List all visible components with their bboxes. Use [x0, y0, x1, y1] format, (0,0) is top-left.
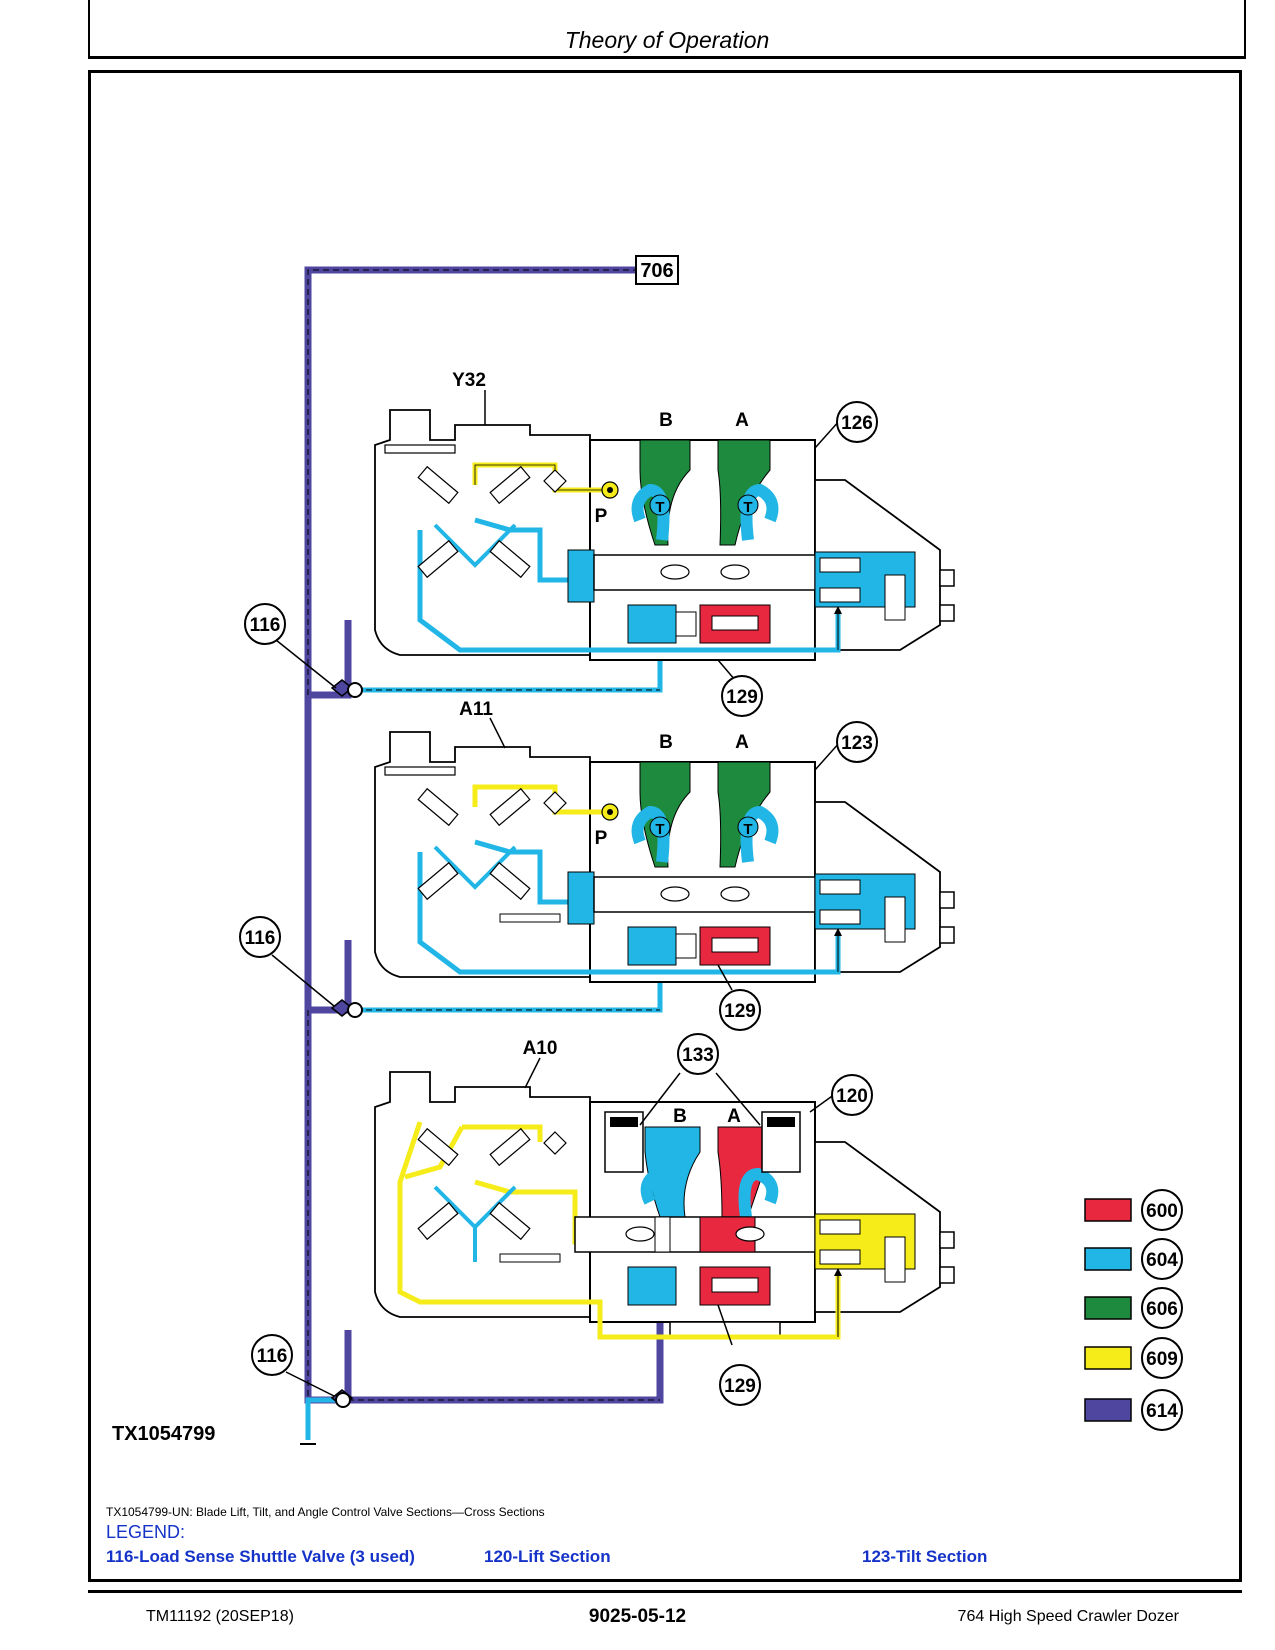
key-code-606: 606: [1146, 1299, 1178, 1320]
callout-126-circle: [836, 401, 878, 443]
callout-706-box: [635, 255, 679, 285]
callout-120: 120: [836, 1086, 868, 1107]
tank-label-2a: T: [743, 821, 752, 838]
callout-116-circle-2: [239, 916, 281, 958]
callout-129-circle-1: [721, 675, 763, 717]
key-code-609: 609: [1146, 1349, 1178, 1370]
section-label-a11: A11: [459, 699, 493, 720]
key-code-604: 604: [1146, 1250, 1178, 1271]
shuttle-valve-1: [330, 679, 363, 698]
callout-133: 133: [682, 1045, 714, 1066]
shuttle-valve-2: [330, 999, 363, 1018]
pressure-label-2: P: [595, 828, 608, 849]
callout-116-2: 116: [245, 928, 276, 949]
callout-706: 706: [640, 260, 673, 282]
callout-123-circle: [836, 721, 878, 763]
legend-title: LEGEND:: [106, 1522, 186, 1542]
port-a-3: A: [727, 1106, 741, 1127]
tank-label-2b: T: [655, 821, 664, 838]
callout-129-2: 129: [724, 1001, 756, 1022]
key-code-600: 600: [1146, 1201, 1178, 1222]
callout-120-circle: [831, 1074, 873, 1116]
callout-129-3: 129: [724, 1376, 756, 1397]
callout-126: 126: [841, 413, 873, 434]
tank-label-1b: T: [655, 499, 664, 516]
footer-rule: [88, 1590, 1242, 1593]
shuttle-valve-3: [330, 1389, 354, 1408]
port-a-2: A: [735, 732, 749, 753]
valve-section-tilt-126: [374, 409, 955, 661]
footer-page-number: 9025-05-12: [588, 1606, 687, 1627]
color-key: 600 604 606 609 614: [1084, 1189, 1183, 1431]
key-swatch-609: [1084, 1346, 1132, 1370]
callout-129-1: 129: [726, 687, 758, 708]
key-swatch-600: [1084, 1198, 1132, 1222]
footer-manual-id: TM11192 (20SEP18): [146, 1608, 294, 1625]
key-swatch-604: [1084, 1247, 1132, 1271]
callout-129-circle-3: [719, 1364, 761, 1406]
valve-section-tilt-123: [374, 731, 955, 983]
callout-116-3: 116: [257, 1346, 288, 1367]
section-label-y32: Y32: [452, 370, 486, 391]
section-label-a10: A10: [523, 1038, 558, 1059]
port-a-1: A: [735, 410, 749, 431]
callout-123: 123: [841, 733, 873, 754]
callout-116-circle-3: [251, 1334, 293, 1376]
callout-129-circle-2: [719, 989, 761, 1031]
key-code-614: 614: [1146, 1401, 1178, 1422]
callout-133-circle: [677, 1033, 719, 1075]
legend-item-120: 120-Lift Section: [484, 1547, 611, 1566]
figure-caption: TX1054799-UN: Blade Lift, Tilt, and Angl…: [106, 1505, 545, 1519]
callout-116-1: 116: [250, 615, 281, 636]
header-box: Theory of Operation: [88, 0, 1246, 59]
port-b-2: B: [659, 732, 673, 753]
figure-frame: [88, 70, 1242, 1582]
figure-id: TX1054799: [112, 1423, 215, 1445]
callout-116-circle-1: [244, 603, 286, 645]
valve-section-lift-120: [374, 1071, 955, 1340]
port-b-3: B: [673, 1106, 687, 1127]
page-title: Theory of Operation: [564, 27, 770, 53]
legend-item-116: 116-Load Sense Shuttle Valve (3 used): [106, 1547, 415, 1566]
key-swatch-606: [1084, 1296, 1132, 1320]
port-b-1: B: [659, 410, 673, 431]
tank-label-1a: T: [743, 499, 752, 516]
pressure-label-1: P: [595, 506, 608, 527]
footer-machine-name: 764 High Speed Crawler Dozer: [957, 1608, 1179, 1625]
legend-item-123: 123-Tilt Section: [862, 1547, 988, 1566]
key-swatch-614: [1084, 1398, 1132, 1422]
